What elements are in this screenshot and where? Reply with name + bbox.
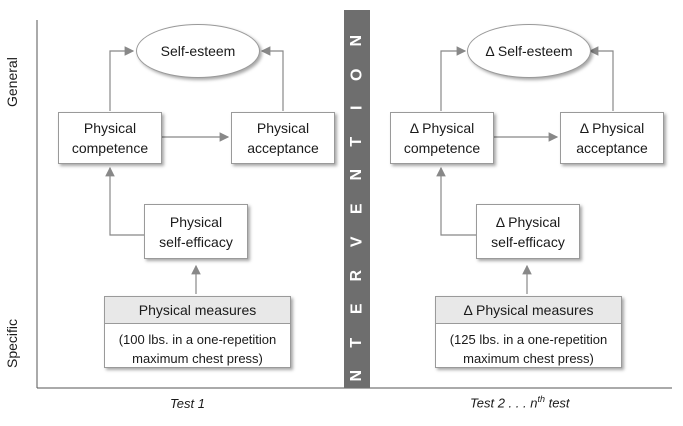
test-1-label: Test 1 bbox=[170, 396, 205, 411]
node-line: competence bbox=[71, 140, 149, 156]
intervention-letter: O bbox=[348, 68, 366, 81]
node-line: Physical bbox=[256, 120, 310, 136]
node-line: Δ Physical bbox=[579, 120, 645, 136]
intervention-letter: I bbox=[348, 105, 366, 110]
node-line: Physical bbox=[83, 120, 137, 136]
arrow-acceptance-to-esteem bbox=[260, 46, 284, 111]
intervention-letter: T bbox=[348, 337, 366, 348]
intervention-label: N O I T N E V R E T N I bbox=[344, 24, 370, 426]
arrow-competence-to-esteem-2 bbox=[440, 46, 467, 111]
node-line: acceptance bbox=[576, 140, 648, 156]
measures-header: Δ Physical measures bbox=[436, 297, 621, 324]
node-line: competence bbox=[403, 140, 481, 156]
intervention-letter: N bbox=[348, 168, 366, 181]
node-line: Δ Physical bbox=[495, 213, 561, 230]
delta-physical-self-efficacy-node: Δ Physical self-efficacy bbox=[476, 204, 580, 259]
intervention-letter: V bbox=[348, 236, 366, 248]
intervention-letter: R bbox=[348, 269, 366, 282]
intervention-letter: T bbox=[348, 136, 366, 147]
test-2-label: Test 2 . . . nth test bbox=[470, 394, 570, 410]
delta-physical-measures-node: Δ Physical measures (125 lbs. in a one-r… bbox=[435, 296, 622, 368]
arrow-efficacy-to-competence bbox=[105, 166, 144, 236]
test-2-label-post: test bbox=[544, 395, 570, 411]
intervention-letter: N bbox=[348, 34, 366, 47]
node-line: self-efficacy bbox=[159, 233, 233, 250]
test-2-label-pre: Test 2 . . . n bbox=[470, 395, 538, 411]
measures-body-line: (125 lbs. in a one-repetition bbox=[449, 332, 608, 347]
test-2-label-sup: th bbox=[537, 394, 545, 404]
physical-acceptance-node: Physical acceptance bbox=[231, 112, 335, 164]
axis-label-general: General bbox=[4, 57, 20, 107]
physical-measures-node: Physical measures (100 lbs. in a one-rep… bbox=[104, 296, 291, 368]
arrow-acceptance-to-esteem-2 bbox=[588, 46, 614, 111]
delta-physical-competence-node: Δ Physical competence bbox=[390, 112, 494, 164]
arrow-competence-to-esteem bbox=[109, 46, 135, 111]
intervention-letter: I bbox=[348, 407, 366, 412]
intervention-letter: N bbox=[348, 369, 366, 382]
intervention-letter: E bbox=[348, 303, 366, 315]
node-line: self-efficacy bbox=[491, 233, 565, 250]
node-line: Physical bbox=[169, 213, 223, 230]
node-line: acceptance bbox=[247, 140, 319, 156]
physical-competence-node: Physical competence bbox=[58, 112, 162, 164]
measures-body-line: maximum chest press) bbox=[463, 351, 594, 366]
intervention-letter: E bbox=[348, 202, 366, 214]
node-line: Δ Physical bbox=[409, 120, 475, 136]
delta-self-esteem-node: Δ Self-esteem bbox=[467, 24, 591, 78]
measures-body-line: (100 lbs. in a one-repetition bbox=[118, 332, 277, 347]
physical-self-efficacy-node: Physical self-efficacy bbox=[144, 204, 248, 259]
delta-physical-acceptance-node: Δ Physical acceptance bbox=[560, 112, 664, 164]
measures-header: Physical measures bbox=[105, 297, 290, 324]
arrow-efficacy-to-competence-2 bbox=[436, 166, 476, 236]
self-esteem-node: Self-esteem bbox=[136, 24, 260, 78]
measures-body-line: maximum chest press) bbox=[132, 351, 263, 366]
axis-label-specific: Specific bbox=[4, 318, 20, 368]
intervention-band bbox=[344, 10, 370, 388]
